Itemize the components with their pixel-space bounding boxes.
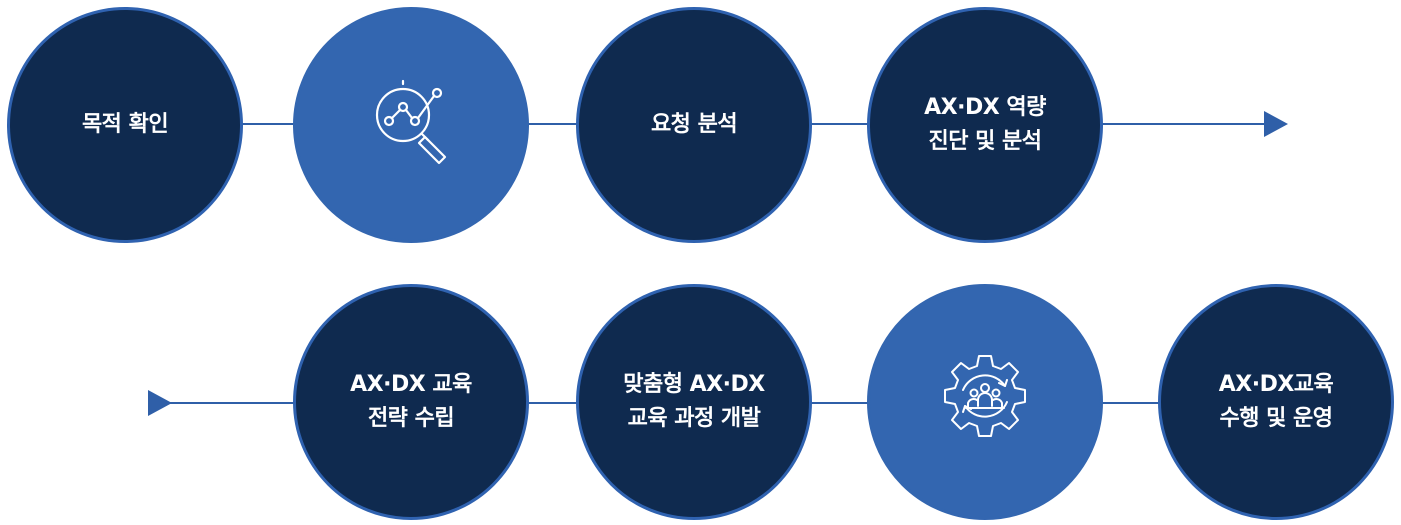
step-label-line: AX·DX교육 (1218, 372, 1334, 397)
step-label: 요청 분석 (650, 108, 738, 142)
step-analysis-icon-circle (293, 7, 529, 243)
step-operations-icon-circle (867, 284, 1103, 520)
step-label-line: 요청 분석 (650, 112, 738, 137)
gear-team-icon (944, 355, 1026, 437)
step-label-line: 전략 수립 (367, 406, 455, 431)
step-label-line: 수행 및 운영 (1219, 406, 1333, 431)
step-label: 맞춤형 AX·DX 교육 과정 개발 (623, 368, 765, 436)
step-label: AX·DX교육 수행 및 운영 (1219, 368, 1334, 436)
step-capability-diagnosis: AX·DX 역량 진단 및 분석 (867, 7, 1103, 243)
search-analytics-icon (375, 79, 447, 165)
step-custom-course-development: 맞춤형 AX·DX 교육 과정 개발 (576, 284, 812, 520)
step-education-strategy: AX·DX 교육 전략 수립 (293, 284, 529, 520)
step-request-analysis: 요청 분석 (576, 7, 812, 243)
row1-arrow-right-icon (1264, 111, 1288, 137)
step-education-operations: AX·DX교육 수행 및 운영 (1158, 284, 1394, 520)
step-label-line: 목적 확인 (81, 112, 169, 137)
step-label: AX·DX 교육 전략 수립 (350, 368, 472, 436)
step-label-line: 맞춤형 AX·DX (623, 372, 765, 397)
step-label-line: 진단 및 분석 (928, 129, 1042, 154)
step-label: AX·DX 역량 진단 및 분석 (924, 91, 1046, 159)
step-label: 목적 확인 (81, 108, 169, 142)
step-purpose-check: 목적 확인 (7, 7, 243, 243)
step-label-line: AX·DX 역량 (924, 95, 1046, 120)
row2-arrow-start-icon (148, 390, 172, 416)
step-label-line: 교육 과정 개발 (627, 406, 761, 431)
step-label-line: AX·DX 교육 (350, 372, 472, 397)
